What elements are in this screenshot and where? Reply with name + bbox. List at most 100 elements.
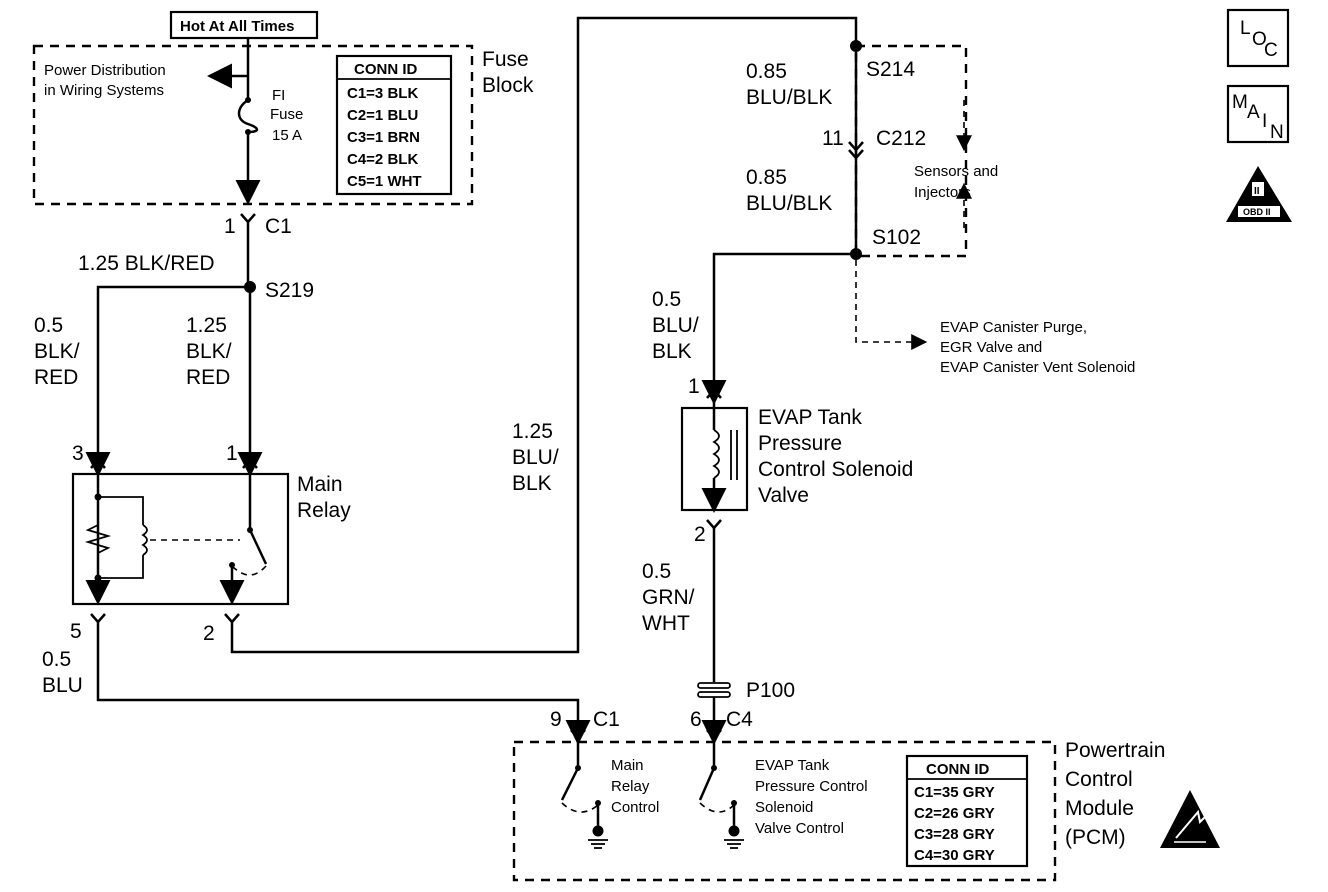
loc-icon-o: O: [1252, 29, 1267, 50]
main-icon-n: N: [1270, 122, 1284, 143]
evap-solenoid: 1 EVAP Tank Pressure Control Solenoid Va…: [680, 375, 913, 546]
splice-s102-label: S102: [872, 226, 921, 249]
pcm-outline: [512, 740, 1057, 882]
wire-label-blk-red-125: 1.25 BLK/RED: [78, 252, 215, 275]
wire-grn-1: 0.5: [642, 560, 671, 583]
pcm-conn-row: C4=30 GRY: [914, 847, 995, 864]
relay-resistor: [84, 524, 112, 554]
fuse-block-title-1: Fuse: [482, 48, 529, 71]
wire-blu-1: 0.5: [42, 648, 71, 671]
pcm-c1-label: C1: [593, 708, 620, 731]
fuse-conn-id-title: CONN ID: [354, 61, 418, 78]
loc-icon-c: C: [1264, 40, 1278, 61]
evap-control-1: EVAP Tank: [755, 757, 830, 774]
relay-coil: [141, 524, 148, 556]
wire-left-1: 0.5: [34, 314, 63, 337]
fuse-conn-row: C3=1 BRN: [347, 129, 420, 146]
main-icon-m: M: [1232, 92, 1248, 113]
fuse-block: Hot At All Times Fuse Block Power Distri…: [32, 10, 534, 206]
wire-blu125-3: BLK: [512, 472, 552, 495]
sensors-label-1: Sensors and: [914, 163, 998, 180]
relay-pin-1: 1: [226, 442, 238, 465]
pcm-pin-6: 6: [690, 708, 702, 731]
wire-top2-1: 0.85: [746, 166, 787, 189]
evap-dest-2: EGR Valve and: [940, 339, 1042, 356]
obd-label: OBD II: [1243, 207, 1271, 217]
fuse-conn-id-table: [335, 54, 453, 196]
connector-p100: P100: [697, 679, 795, 702]
relay-pin-2: 2: [203, 622, 215, 645]
fuse-label-1: FI: [272, 87, 285, 104]
evap-pin-2: 2: [694, 523, 706, 546]
wire-grn-3: WHT: [642, 612, 690, 635]
c212-pin: 11: [822, 127, 844, 150]
pcm-title-1: Powertrain: [1065, 739, 1165, 762]
loc-icon[interactable]: L O C: [1226, 8, 1290, 68]
wire-top-2: BLU/BLK: [746, 86, 832, 109]
wire-blu-05: [96, 622, 580, 730]
fuse-conn-row: C2=1 BLU: [347, 107, 418, 124]
sensors-label-2: Injectors: [914, 184, 971, 201]
evap-dest-1: EVAP Canister Purge,: [940, 319, 1087, 336]
solenoid-title-3: Control Solenoid: [758, 458, 913, 481]
pcm-title-2: Control: [1065, 768, 1133, 791]
obd-numeral: II: [1254, 186, 1260, 197]
wire-blu-blk-125: [230, 16, 858, 654]
c1-pin: 1: [224, 215, 236, 238]
evap-control-4: Valve Control: [755, 820, 844, 837]
relay-pin-5: 5: [70, 620, 82, 643]
wire-mid-2: BLK/: [186, 340, 232, 363]
pcm-conn-row: C2=26 GRY: [914, 805, 995, 822]
solenoid-title-4: Valve: [758, 484, 809, 507]
wire-evap-1: 0.5: [652, 288, 681, 311]
fuse-label-2: Fuse: [270, 106, 303, 123]
esd-warning-icon: [1160, 790, 1220, 848]
fuse-conn-row: C4=2 BLK: [347, 151, 418, 168]
fuse-block-title-2: Block: [482, 74, 534, 97]
relay-control-2: Relay: [611, 778, 650, 795]
solenoid-coil: [712, 429, 720, 479]
main-icon[interactable]: M A I N: [1226, 84, 1290, 144]
evap-dest-3: EVAP Canister Vent Solenoid: [940, 359, 1135, 376]
fuse-label-3: 15 A: [272, 127, 302, 144]
relay-switch-contact: [248, 529, 268, 565]
fuse-conn-row: C1=3 BLK: [347, 85, 418, 102]
hot-at-all-times-label: Hot At All Times: [180, 18, 294, 35]
solenoid-title-1: EVAP Tank: [758, 406, 862, 429]
power-dist-line-1: Power Distribution: [44, 62, 166, 79]
c212-label: C212: [876, 127, 926, 150]
pcm-conn-id-table: [905, 754, 1029, 868]
relay-control-3: Control: [611, 799, 659, 816]
pcm-conn-row: C1=35 GRY: [914, 784, 995, 801]
wire-blu125-2: BLU/: [512, 446, 559, 469]
wire-blu-2: BLU: [42, 674, 83, 697]
main-icon-i: I: [1262, 111, 1267, 132]
main-relay-box: [71, 472, 290, 606]
hot-at-all-times-box: [169, 10, 319, 40]
evap-control-2: Pressure Control: [755, 778, 868, 795]
c1-connector: 1 C1: [224, 213, 292, 286]
evap-pin-1: 1: [688, 375, 700, 398]
pcm: 9 C1 6 C4 Powertrain Control Module (PCM…: [512, 708, 1220, 882]
solenoid-title-2: Pressure: [758, 432, 842, 455]
obd-ii-icon[interactable]: II OBD II: [1226, 166, 1292, 222]
wire-left-3: RED: [34, 366, 78, 389]
pcm-conn-id-title: CONN ID: [926, 761, 990, 778]
relay-control-1: Main: [611, 757, 644, 774]
p100-label: P100: [746, 679, 795, 702]
splice-s219-label: S219: [265, 279, 314, 302]
splice-s214-label: S214: [866, 58, 915, 81]
wire-evap-2: BLU/: [652, 314, 699, 337]
c1-label: C1: [265, 215, 292, 238]
wire-evap-3: BLK: [652, 340, 692, 363]
fuse-symbol: [237, 98, 259, 134]
wire-top2-2: BLU/BLK: [746, 192, 832, 215]
pcm-title-4: (PCM): [1065, 826, 1126, 849]
loc-icon-l: L: [1240, 18, 1251, 39]
fuse-conn-row: C5=1 WHT: [347, 173, 422, 190]
pcm-conn-row: C3=28 GRY: [914, 826, 995, 843]
wire-left-2: BLK/: [34, 340, 80, 363]
power-dist-line-2: in Wiring Systems: [44, 82, 164, 99]
main-icon-a: A: [1247, 102, 1260, 123]
